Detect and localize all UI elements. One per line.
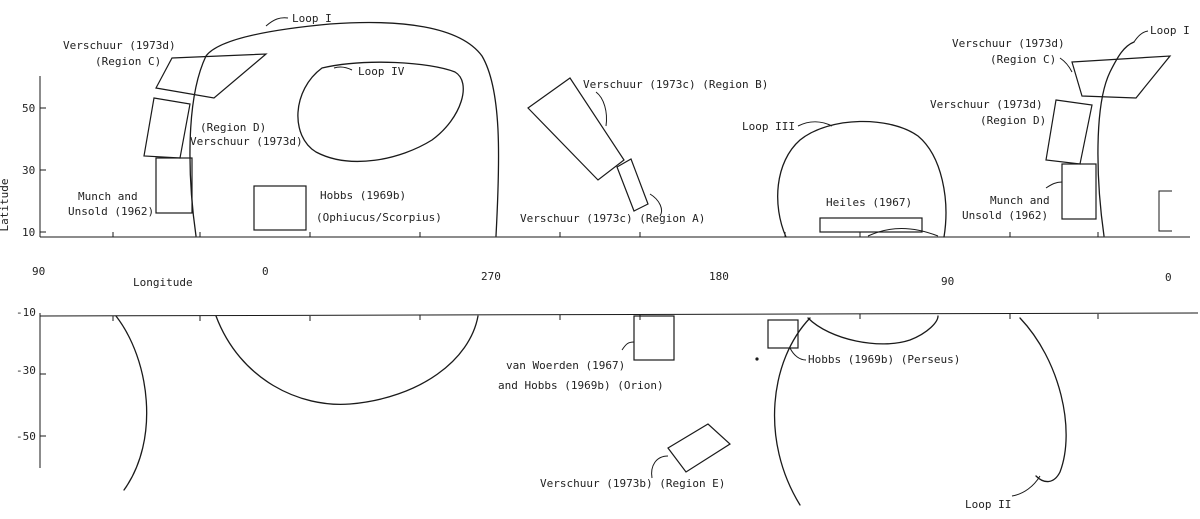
munch-unsold-left-label-line2: Unsold (1962) xyxy=(68,205,154,218)
region-c-right-label-line1: Verschuur (1973d) xyxy=(952,37,1065,50)
region-e-pointer xyxy=(651,455,669,479)
orion-pointer xyxy=(621,341,635,351)
perseus-label: Hobbs (1969b) (Perseus) xyxy=(808,353,960,366)
region-c-right-pointer xyxy=(1059,57,1073,73)
region-d-right-label-line1: Verschuur (1973d) xyxy=(930,98,1043,111)
longitude-tick-0-right: 0 xyxy=(1165,271,1172,284)
region-e-box xyxy=(667,423,731,473)
loop-4-label: Loop IV xyxy=(358,65,405,78)
tick-label-30: 30 xyxy=(22,164,35,177)
loop-1-lower-left-arc xyxy=(115,315,148,491)
orion-label-line2: and Hobbs (1969b) (Orion) xyxy=(498,379,664,392)
edge-partial-box xyxy=(1158,190,1172,232)
hobbs-ophiucus-label-line1: Hobbs (1969b) xyxy=(320,189,406,202)
loop-3-small-arc xyxy=(867,228,939,237)
loop-1-right-pointer xyxy=(1133,30,1149,43)
region-c-left-label-line2: (Region C) xyxy=(95,55,161,68)
loop-4-outline xyxy=(297,61,464,162)
region-d-left-box xyxy=(143,97,191,159)
loop-3-label: Loop III xyxy=(742,120,795,133)
orion-box xyxy=(633,315,675,361)
region-b-pointer xyxy=(595,91,607,127)
region-b-box xyxy=(527,77,625,181)
perseus-box xyxy=(767,319,799,349)
longitude-tick-90-left: 90 xyxy=(32,265,45,278)
region-d-left-label-line1: (Region D) xyxy=(200,121,266,134)
region-c-left-box xyxy=(155,53,268,99)
loop-1-right-outline xyxy=(1097,41,1135,237)
region-d-right-box xyxy=(1045,99,1093,165)
heiles-box xyxy=(819,217,923,233)
orion-label-line1: van Woerden (1967) xyxy=(506,359,625,372)
loop-2-pointer xyxy=(1011,475,1041,497)
hobbs-ophiucus-label-line2: (Ophiucus/Scorpius) xyxy=(316,211,442,224)
loop-3-outline xyxy=(777,120,947,238)
tick-label-50: 50 xyxy=(22,102,35,115)
heiles-label: Heiles (1967) xyxy=(826,196,912,209)
longitude-tick-0-left: 0 xyxy=(262,265,269,278)
munch-unsold-left-box xyxy=(155,157,193,214)
loop-3-pointer xyxy=(797,121,833,127)
tick-label-minus-50: -50 xyxy=(16,430,36,443)
munch-unsold-left-label-line1: Munch and xyxy=(78,190,138,203)
region-d-right-label-line2: (Region D) xyxy=(980,114,1046,127)
loop-1-lower-arc xyxy=(215,315,479,406)
longitude-tick-180: 180 xyxy=(709,270,729,283)
small-dot xyxy=(755,357,759,361)
munch-unsold-right-pointer xyxy=(1045,181,1063,189)
region-c-right-label-line2: (Region C) xyxy=(990,53,1056,66)
perseus-pointer xyxy=(789,347,807,361)
loop-1-right-label: Loop I xyxy=(1150,24,1190,37)
tick-label-10: 10 xyxy=(22,226,35,239)
region-e-label: Verschuur (1973b) (Region E) xyxy=(540,477,725,490)
x-axis-label: Longitude xyxy=(133,276,193,289)
loop-1-outline xyxy=(189,21,500,237)
loop-3-lower-arc xyxy=(807,315,939,345)
y-axis-label: Latitude xyxy=(0,179,11,232)
region-a-label: Verschuur (1973c) (Region A) xyxy=(520,212,705,225)
munch-unsold-right-label-line2: Unsold (1962) xyxy=(962,209,1048,222)
loop-2-outline xyxy=(773,317,1067,506)
loop-1-pointer xyxy=(265,17,289,27)
region-d-left-label-line2: Verschuur (1973d) xyxy=(190,135,303,148)
hobbs-ophiucus-box xyxy=(253,185,307,231)
longitude-tick-270: 270 xyxy=(481,270,501,283)
loop-4-pointer xyxy=(333,66,353,71)
loop-2-label: Loop II xyxy=(965,498,1011,511)
tick-label-minus-10: -10 xyxy=(16,306,36,319)
tick-label-minus-30: -30 xyxy=(16,364,36,377)
region-c-left-label-line1: Verschuur (1973d) xyxy=(63,39,176,52)
munch-unsold-right-box xyxy=(1061,163,1097,220)
region-a-box xyxy=(616,158,649,212)
munch-unsold-right-label-line1: Munch and xyxy=(990,194,1050,207)
region-c-right-box xyxy=(1071,55,1172,99)
region-a-pointer xyxy=(649,193,663,217)
region-b-label: Verschuur (1973c) (Region B) xyxy=(583,78,768,91)
loop-1-label: Loop I xyxy=(292,12,332,25)
lower-axes xyxy=(39,312,1199,468)
longitude-tick-90-right: 90 xyxy=(941,275,954,288)
